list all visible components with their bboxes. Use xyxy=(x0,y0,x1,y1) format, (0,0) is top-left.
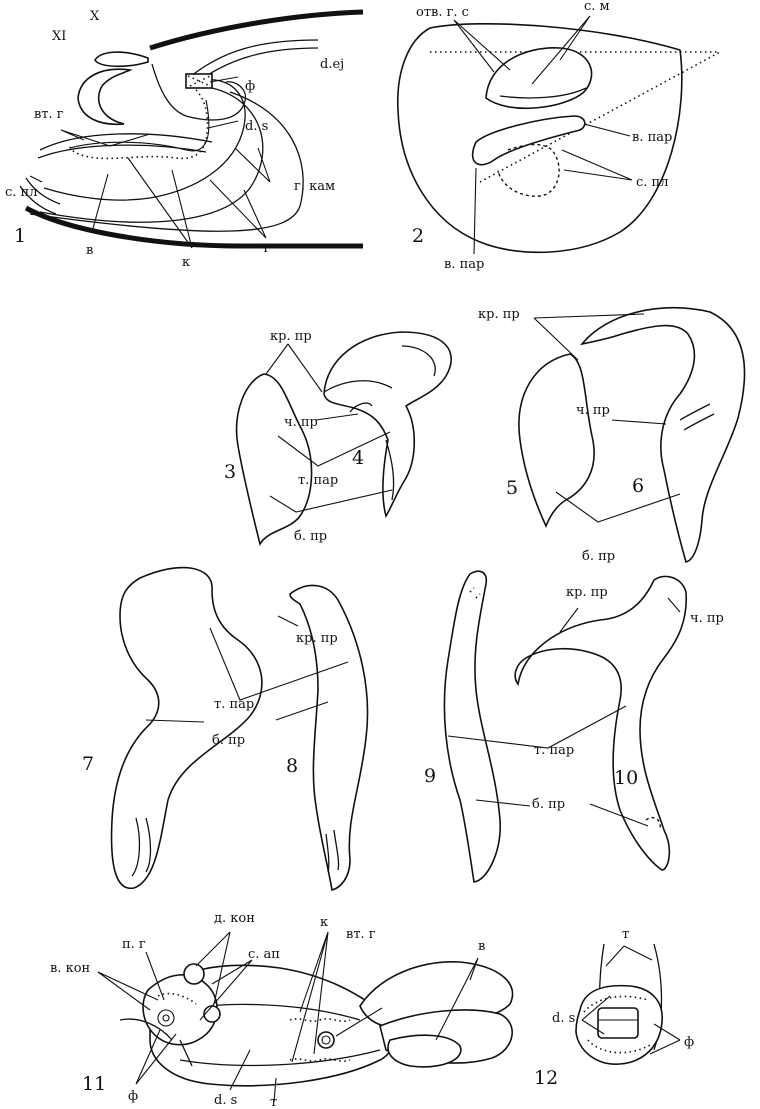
fig1-number: 1 xyxy=(14,225,26,247)
fig12-number: 12 xyxy=(534,1067,558,1089)
fig11-label-v-kon: в. кон xyxy=(50,961,90,976)
fig2-number: 2 xyxy=(412,225,424,247)
fig6-number: 6 xyxy=(632,475,644,497)
fig1-label-g-kam: г. кам xyxy=(294,179,335,194)
fig1-label-xi: XI xyxy=(52,29,66,44)
fig12-label-t: т xyxy=(622,927,629,942)
fig9-10-label-kr-pr: кр. пр xyxy=(566,585,608,600)
fig1-segment-x xyxy=(95,52,148,66)
fig1-label-vt-g: вт. г xyxy=(34,107,64,122)
fig9-10-label-t-par: т. пар xyxy=(534,743,574,758)
fig1-segment-xi xyxy=(78,69,130,124)
fig11-label-v: в xyxy=(478,939,485,954)
fig10-number: 10 xyxy=(614,767,638,789)
fig7-8-label-kr-pr: кр. пр xyxy=(296,631,338,646)
figure-5-6: кр. пр ч. пр б. пр 5 6 xyxy=(478,307,745,564)
fig3-number: 3 xyxy=(224,461,236,483)
figure-1: XI X вт. г d.ej ф d. s с. пл г. кам в к … xyxy=(5,9,363,270)
fig1-label-d-ej: d.ej xyxy=(320,57,344,72)
figure-11: д. кон п. г в. кон с. ап к вт. г в ф d. … xyxy=(50,911,513,1109)
fig3-4-label-b-pr: б. пр xyxy=(294,529,327,544)
fig11-d-kon-a xyxy=(184,964,204,984)
fig1-label-f: ф xyxy=(245,79,255,94)
fig2-label-s-pl: с. пл xyxy=(636,175,668,190)
fig7-8-label-t-par: т. пар xyxy=(214,697,254,712)
fig12-label-d-s: d. s xyxy=(552,1011,575,1026)
fig11-label-p-g: п. г xyxy=(122,937,146,952)
fig11-vt-g-ring xyxy=(318,1032,334,1048)
figure-3-4: кр. пр ч. пр т. пар б. пр 3 4 xyxy=(224,329,451,544)
fig1-dorsal-wall xyxy=(150,12,363,48)
fig12-label-f: ф xyxy=(684,1035,694,1050)
fig4-number: 4 xyxy=(352,447,364,469)
fig1-label-k: к xyxy=(182,255,190,270)
fig2-label-otv-g-s: отв. г. с xyxy=(416,5,469,20)
fig7-outline xyxy=(112,568,262,889)
fig11-number: 11 xyxy=(82,1073,106,1095)
fig5-6-label-ch-pr: ч. пр xyxy=(576,403,610,418)
fig1-label-s-pl: с. пл xyxy=(5,185,37,200)
fig3-outline xyxy=(237,374,312,544)
fig3-4-label-kr-pr: кр. пр xyxy=(270,329,312,344)
fig11-label-d-kon: д. кон xyxy=(214,911,255,926)
fig11-d-kon-b xyxy=(204,1006,220,1022)
fig11-label-vt-g: вт. г xyxy=(346,927,376,942)
fig7-8-label-b-pr: б. пр xyxy=(212,733,245,748)
fig5-outline xyxy=(519,354,594,526)
fig1-ventral-wall xyxy=(26,208,363,246)
fig2-label-v-par-bottom: в. пар xyxy=(444,257,484,272)
fig11-label-k: к xyxy=(320,915,328,930)
fig1-label-v: в xyxy=(86,243,93,258)
fig5-6-label-b-pr: б. пр xyxy=(582,549,615,564)
figure-2: отв. г. с с. м в. пар с. пл в. пар 2 xyxy=(398,0,720,272)
fig3-4-label-ch-pr: ч. пр xyxy=(284,415,318,430)
fig5-number: 5 xyxy=(506,477,518,499)
fig11-label-s-ap: с. ап xyxy=(248,947,280,962)
fig7-number: 7 xyxy=(82,753,94,775)
fig11-label-t: т xyxy=(270,1095,277,1109)
figure-7-8: кр. пр т. пар б. пр 7 8 xyxy=(82,568,368,890)
figure-9-10: кр. пр ч. пр т. пар б. пр 9 10 xyxy=(424,571,724,882)
fig9-outline xyxy=(444,571,500,882)
fig11-label-f: ф xyxy=(128,1089,138,1104)
fig2-label-s-m: с. м xyxy=(584,0,610,14)
fig8-number: 8 xyxy=(286,755,298,777)
fig11-label-d-s: d. s xyxy=(214,1093,237,1108)
figure-12: т d. s ф 12 xyxy=(534,927,694,1089)
fig1-label-t: т xyxy=(262,241,269,256)
fig11-lobe-3 xyxy=(388,1035,461,1067)
fig1-label-x: X xyxy=(90,9,100,24)
fig2-label-v-par-right: в. пар xyxy=(632,130,672,145)
fig9-number: 9 xyxy=(424,765,436,787)
fig6-outline xyxy=(582,308,745,562)
fig3-4-label-t-par: т. пар xyxy=(298,473,338,488)
fig5-6-label-kr-pr: кр. пр xyxy=(478,307,520,322)
fig1-label-d-s: d. s xyxy=(245,119,268,134)
fig9-10-label-ch-pr: ч. пр xyxy=(690,611,724,626)
fig9-10-label-b-pr: б. пр xyxy=(532,797,565,812)
